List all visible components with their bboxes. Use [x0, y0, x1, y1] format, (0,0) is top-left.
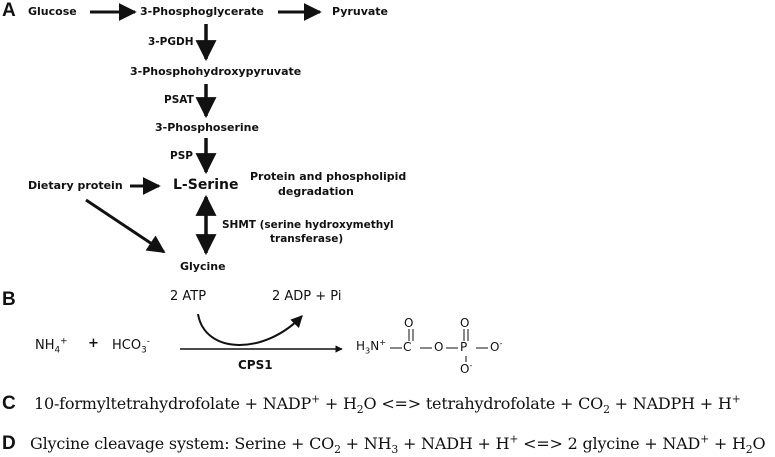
- glycine-label: Glycine: [180, 260, 226, 273]
- product-carbon-label: C: [403, 340, 412, 354]
- product-carbonyl-oxygen-label: O: [404, 316, 414, 330]
- panel-d-label: D: [2, 433, 16, 454]
- enzyme-pgdh-label: 3-PGDH: [148, 36, 194, 48]
- atp-label: 2 ATP: [170, 289, 207, 304]
- degradation-label-line1: Protein and phospholipid: [250, 170, 407, 183]
- product-bottom-oxygen-label: O-: [460, 360, 473, 376]
- arrow-dietary-to-glycine: [85, 198, 166, 254]
- pyruvate-label: Pyruvate: [332, 5, 389, 18]
- enzyme-shmt-label-line2: transferase): [270, 233, 344, 245]
- plus-sign: +: [88, 336, 99, 351]
- panel-c-equation: 10-formyltetrahydrofolate + NADP+ + H2O …: [34, 392, 741, 417]
- enzyme-shmt-label-line1: SHMT (serine hydroxymethyl: [222, 219, 394, 231]
- enzyme-psat-label: PSAT: [164, 94, 194, 106]
- product-right-oxygen-label: O-: [490, 338, 503, 354]
- degradation-label-line2: degradation: [278, 185, 354, 198]
- product-bridge-oxygen-label: O: [434, 340, 444, 354]
- arrow-atp-to-adp-curve: [197, 313, 303, 346]
- product-h3n-label: H3N+: [356, 337, 387, 356]
- ammonium-label: NH4+: [35, 336, 68, 356]
- serine-label: L-Serine: [173, 177, 239, 193]
- panel-b-label: B: [2, 289, 16, 310]
- enzyme-cps1-label: CPS1: [238, 358, 273, 372]
- dietary-protein-label: Dietary protein: [28, 179, 123, 192]
- phosphohydroxypyruvate-label: 3-Phosphohydroxypyruvate: [130, 65, 302, 78]
- product-phosphoryl-oxygen-label: O: [460, 316, 470, 330]
- panel-c-label: C: [2, 393, 16, 414]
- bicarbonate-label: HCO3-: [112, 336, 150, 356]
- product-phosphorus-label: P: [460, 340, 468, 354]
- panel-d-equation: Glycine cleavage system: Serine + CO2 + …: [30, 432, 766, 457]
- glucose-label: Glucose: [28, 5, 77, 18]
- adp-pi-label: 2 ADP + Pi: [272, 289, 342, 304]
- panel-a-label: A: [2, 0, 16, 21]
- phosphoserine-label: 3-Phosphoserine: [155, 121, 259, 134]
- enzyme-psp-label: PSP: [170, 150, 193, 162]
- phosphoglycerate-label: 3-Phosphoglycerate: [140, 5, 264, 18]
